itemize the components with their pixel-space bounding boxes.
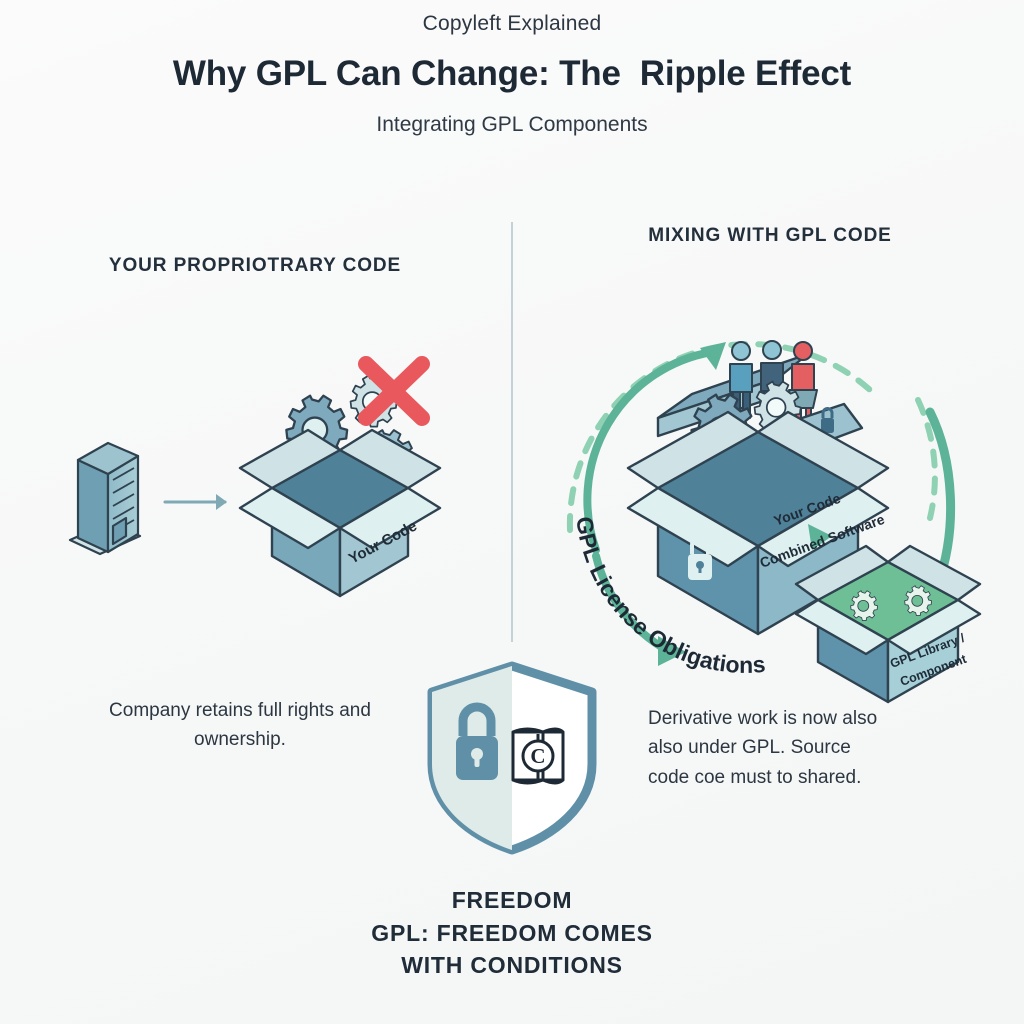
open-book-copyright-icon: C xyxy=(511,727,565,785)
right-caption-line-1: Derivative work is now also xyxy=(648,708,878,729)
down-arrow-icon xyxy=(925,407,956,589)
copyright-glyph: C xyxy=(530,744,545,768)
down-arrow-head-icon xyxy=(922,574,954,606)
combined-to-gpl-arrow-icon xyxy=(808,524,832,550)
gears-icon xyxy=(285,374,416,513)
gpl-protection-shield: C xyxy=(427,661,597,855)
gpl-library-box-icon xyxy=(794,544,982,704)
right-caption-line-3: code coe must to shared. xyxy=(648,766,862,788)
gpl-license-obligations-label: GPL License Obligations xyxy=(571,515,766,678)
dashed-arc-right-icon xyxy=(915,397,938,521)
eyebrow-text: Copyleft Explained xyxy=(422,12,602,35)
office-building-icon xyxy=(68,441,142,556)
box-lid-bar-icon xyxy=(656,352,810,438)
padlock-icon xyxy=(688,535,712,580)
footer-line-2: GPL: FREEDOM COMES xyxy=(371,919,653,946)
page-subtitle: Integrating GPL Components xyxy=(376,113,648,137)
padlock-icon xyxy=(456,702,498,780)
gpl-library-label-line1: GPL Library / xyxy=(888,631,967,671)
left-box-label: Your Code xyxy=(346,517,420,567)
header: Copyleft Explained Why GPL Can Change: T… xyxy=(0,10,1024,139)
page-title: Why GPL Can Change: The Ripple Effect xyxy=(172,54,852,94)
gears-icon xyxy=(690,380,821,519)
cycle-arrow-bottom-icon xyxy=(592,552,674,656)
right-column-heading: MIXING WITH GPL CODE xyxy=(648,225,892,246)
community-people-icon xyxy=(729,340,818,421)
shield-left-half xyxy=(432,666,512,850)
right-column-caption: Derivative work is now also also under G… xyxy=(648,704,948,792)
open-box-with-gears-icon xyxy=(238,374,442,598)
lock-badge-icon xyxy=(794,402,864,448)
your-code-label: Your Code xyxy=(772,490,843,529)
left-column-caption: Company retains full rights and ownershi… xyxy=(109,700,371,751)
cycle-arrow-left-icon xyxy=(583,348,716,554)
cycle-arrow-left-head-icon xyxy=(700,342,726,370)
column-divider xyxy=(511,222,513,642)
flow-right-arrow-icon xyxy=(163,494,227,510)
right-caption-line-2: also under GPL. Source xyxy=(648,737,851,759)
footer-line-3: WITH CONDITIONS xyxy=(401,952,623,979)
dashed-arc-icon xyxy=(566,341,873,533)
shield-outline xyxy=(427,661,597,855)
footer-line-1: FREEDOM xyxy=(451,887,573,913)
footer: FREEDOM GPL: FREEDOM COMES WITH CONDITIO… xyxy=(0,884,1024,982)
left-column-heading: YOUR PROPRIOTRARY CODE xyxy=(108,255,402,276)
combined-software-label: Combined Software xyxy=(758,511,887,571)
gpl-library-label-line2: Component xyxy=(898,652,969,689)
red-x-icon xyxy=(358,356,430,426)
cycle-arrow-bottom-head-icon xyxy=(658,636,686,666)
gpl-mixing-illustration: Your Code Combined Software GPL Library … xyxy=(566,340,982,704)
proprietary-code-illustration: Your Code xyxy=(68,356,442,598)
combined-software-box-icon xyxy=(626,410,890,636)
